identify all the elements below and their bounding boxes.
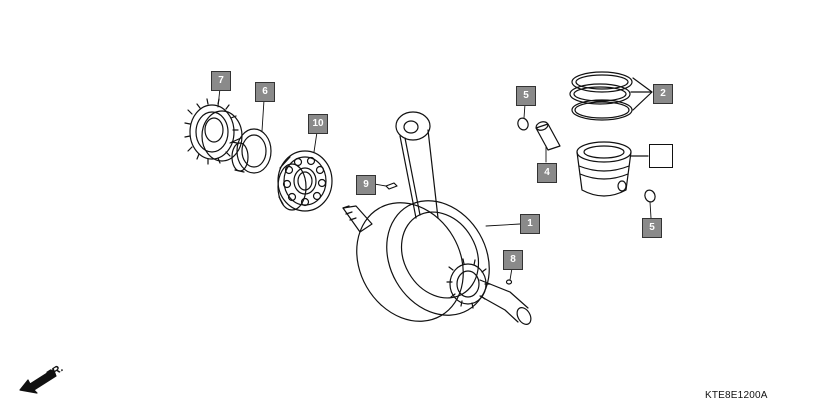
- callout-9: 9: [356, 175, 376, 195]
- callout-2: 2: [653, 84, 673, 104]
- leader-lines: [217, 87, 652, 281]
- callout-8: 8: [503, 250, 523, 270]
- callout-blank: [649, 144, 673, 168]
- callout-10: 10: [308, 114, 328, 134]
- circlip-part-right: [644, 189, 656, 203]
- callout-5: 5: [516, 86, 536, 106]
- drive-gear-part: [184, 98, 243, 165]
- callout-6: 6: [255, 82, 275, 102]
- crankshaft-part: [342, 111, 532, 325]
- front-direction-arrow-icon: [19, 369, 57, 394]
- circlip-part: [517, 117, 529, 131]
- collar-part: [229, 128, 272, 174]
- key-9-part: [385, 182, 398, 190]
- bearing-part: [277, 150, 333, 212]
- piston-rings-part: [569, 71, 653, 121]
- callout-4: 4: [537, 163, 557, 183]
- piston-pin-part: [535, 121, 561, 151]
- callout-5-right: 5: [642, 218, 662, 238]
- callout-1: 1: [520, 214, 540, 234]
- diagram-code: KTE8E1200A: [705, 390, 768, 401]
- callout-7: 7: [211, 71, 231, 91]
- piston-part: [576, 141, 649, 197]
